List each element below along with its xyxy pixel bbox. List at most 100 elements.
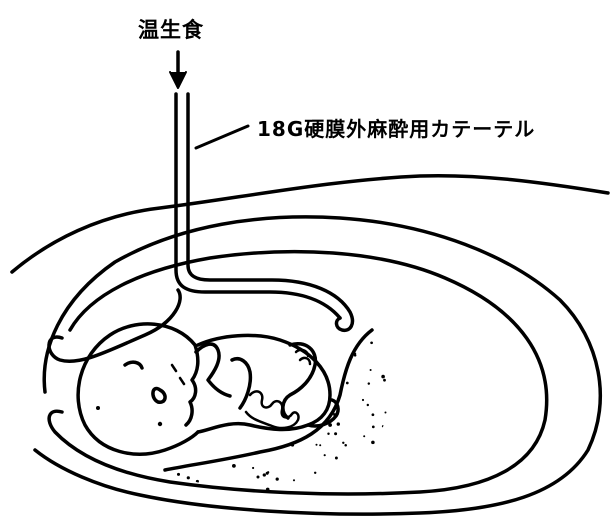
stipple-dot <box>305 338 308 341</box>
stipple-dot <box>184 405 187 408</box>
stipple-dot <box>315 444 317 446</box>
stipple-dot <box>263 473 266 476</box>
stipple-dot <box>337 422 340 425</box>
stipple-dot <box>267 350 270 353</box>
stipple-dot <box>363 435 365 437</box>
stipple-dot <box>181 408 183 410</box>
stipple-dot <box>209 390 212 393</box>
stipple-dot <box>268 345 271 348</box>
stipple-dot <box>385 427 388 430</box>
stipple-dot <box>222 454 226 458</box>
stipple-dot <box>163 457 166 460</box>
stipple-dot <box>200 438 203 441</box>
stipple-dot <box>166 415 169 418</box>
stipple-dot <box>171 386 174 389</box>
placenta-stipple <box>159 324 396 493</box>
stipple-dot <box>232 464 236 468</box>
fetus-cheek-marks <box>172 365 184 384</box>
stipple-dot <box>367 485 370 488</box>
stipple-dot <box>316 384 319 387</box>
stipple-dot <box>211 390 213 392</box>
arrow-down-icon <box>170 52 186 88</box>
stipple-dot <box>303 416 305 418</box>
stipple-dot <box>216 332 219 335</box>
stipple-dot <box>316 487 320 491</box>
stipple-dot <box>232 429 234 431</box>
stipple-dot <box>297 382 300 385</box>
stipple-dot <box>219 428 222 431</box>
stipple-dot <box>265 398 267 400</box>
fetus-face <box>186 345 198 425</box>
stipple-dot <box>164 379 167 382</box>
stipple-dot <box>185 380 187 382</box>
stipple-dot <box>302 389 304 391</box>
stipple-dot <box>187 367 190 370</box>
stipple-dot <box>256 475 259 478</box>
abdominal-wall <box>12 176 608 272</box>
stipple-dot <box>333 413 336 416</box>
stipple-dot <box>291 443 294 446</box>
stipple-dot <box>367 404 369 406</box>
stipple-dot <box>332 381 336 385</box>
fetus-arm <box>232 359 250 408</box>
stipple-dot <box>328 423 332 427</box>
stipple-dot <box>371 441 375 445</box>
stipple-dot <box>346 382 349 385</box>
stipple-dot <box>313 337 316 340</box>
stipple-dot <box>274 363 277 366</box>
stipple-dot <box>180 400 183 403</box>
stipple-dot <box>330 341 333 344</box>
stipple-dot <box>187 476 190 479</box>
stipple-dot <box>191 352 193 354</box>
stipple-dot <box>262 338 266 342</box>
stipple-dot <box>239 363 242 366</box>
stipple-dot <box>317 372 319 374</box>
stipple-dot <box>268 366 271 369</box>
stipple-dot <box>237 329 239 331</box>
stipple-dot <box>225 324 228 327</box>
umbilical-cord <box>246 391 298 428</box>
stipple-dot <box>198 324 202 328</box>
stipple-dot <box>267 471 269 473</box>
stipple-dot <box>231 365 234 368</box>
stipple-dot <box>385 459 389 463</box>
stipple-dot <box>382 425 384 427</box>
stipple-dot <box>331 368 335 372</box>
stipple-dot <box>276 477 279 480</box>
stipple-dot <box>354 354 357 357</box>
stipple-dot <box>180 412 182 414</box>
stipple-dot <box>324 454 326 456</box>
catheter-leader-line <box>196 126 248 148</box>
fetus-cheek-dots <box>96 406 162 426</box>
stipple-dot <box>382 324 385 327</box>
stipple-dot <box>160 385 163 388</box>
stipple-dot <box>354 467 356 469</box>
stipple-dot <box>214 450 216 452</box>
stipple-dot <box>335 457 338 460</box>
stipple-dot <box>344 479 347 482</box>
stipple-dot <box>292 360 295 363</box>
stipple-dot <box>266 411 270 415</box>
fetus-ear <box>153 389 165 403</box>
stipple-dot <box>283 377 285 379</box>
stipple-dot <box>255 439 258 442</box>
stipple-dot <box>372 426 375 429</box>
stipple-dot <box>334 432 337 435</box>
stipple-dot <box>274 419 276 421</box>
stipple-dot <box>188 447 192 451</box>
stipple-dot <box>386 481 390 485</box>
stipple-dot <box>262 388 265 391</box>
stipple-dot <box>255 376 258 379</box>
stipple-dot <box>370 341 373 344</box>
stipple-dot <box>390 400 392 402</box>
stipple-dot <box>342 442 344 444</box>
stipple-dot <box>190 326 193 329</box>
stipple-dot <box>392 436 394 438</box>
stipple-dot <box>318 353 320 355</box>
stipple-dot <box>224 384 227 387</box>
stipple-dot <box>198 459 201 462</box>
stipple-dot <box>394 326 396 328</box>
stipple-dot <box>307 387 310 390</box>
stipple-dot <box>163 355 166 358</box>
